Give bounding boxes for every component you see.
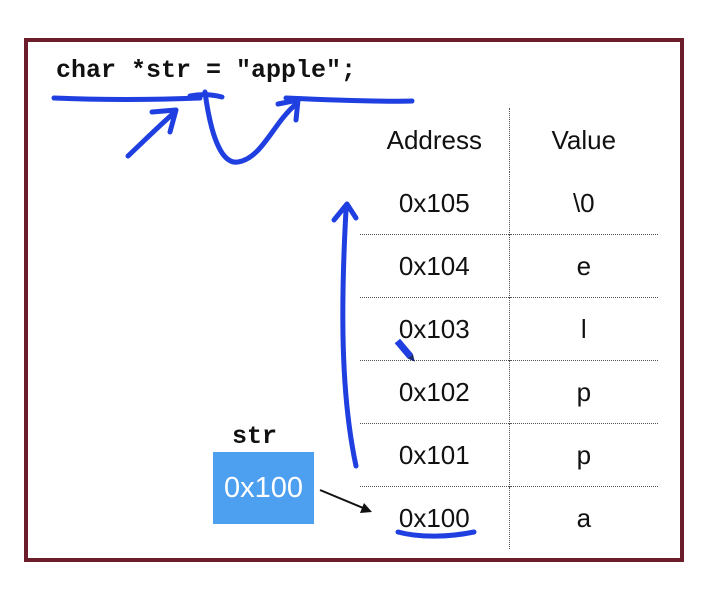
slide-frame — [24, 38, 684, 562]
address-cell: 0x101 — [360, 423, 510, 487]
table-row: 0x103 l — [360, 297, 658, 361]
value-cell: p — [576, 376, 592, 407]
value-cell: p — [576, 439, 592, 470]
address-cell: 0x102 — [360, 360, 510, 424]
table-row: 0x101 p — [360, 423, 658, 487]
pointer-variable-name: str — [232, 422, 278, 451]
address-header: Address — [360, 108, 510, 172]
address-cell: 0x100 — [360, 486, 510, 549]
memory-table: Address Value 0x105 \0 0x104 e 0x103 l 0… — [360, 108, 658, 549]
address-cell: 0x103 — [360, 297, 510, 361]
table-row: 0x100 a — [360, 486, 658, 549]
value-cell: e — [576, 250, 592, 281]
value-cell: l — [580, 313, 587, 344]
code-declaration: char *str = "apple"; — [56, 56, 357, 85]
address-cell: 0x104 — [360, 234, 510, 298]
address-cell: 0x105 — [360, 172, 510, 235]
value-header: Value — [551, 124, 617, 155]
value-cell: a — [576, 502, 592, 533]
pointer-value-box: 0x100 — [213, 452, 314, 524]
table-header-row: Address Value — [360, 108, 658, 172]
table-row: 0x105 \0 — [360, 172, 658, 235]
table-row: 0x104 e — [360, 234, 658, 298]
table-row: 0x102 p — [360, 360, 658, 424]
value-cell: \0 — [572, 187, 595, 218]
